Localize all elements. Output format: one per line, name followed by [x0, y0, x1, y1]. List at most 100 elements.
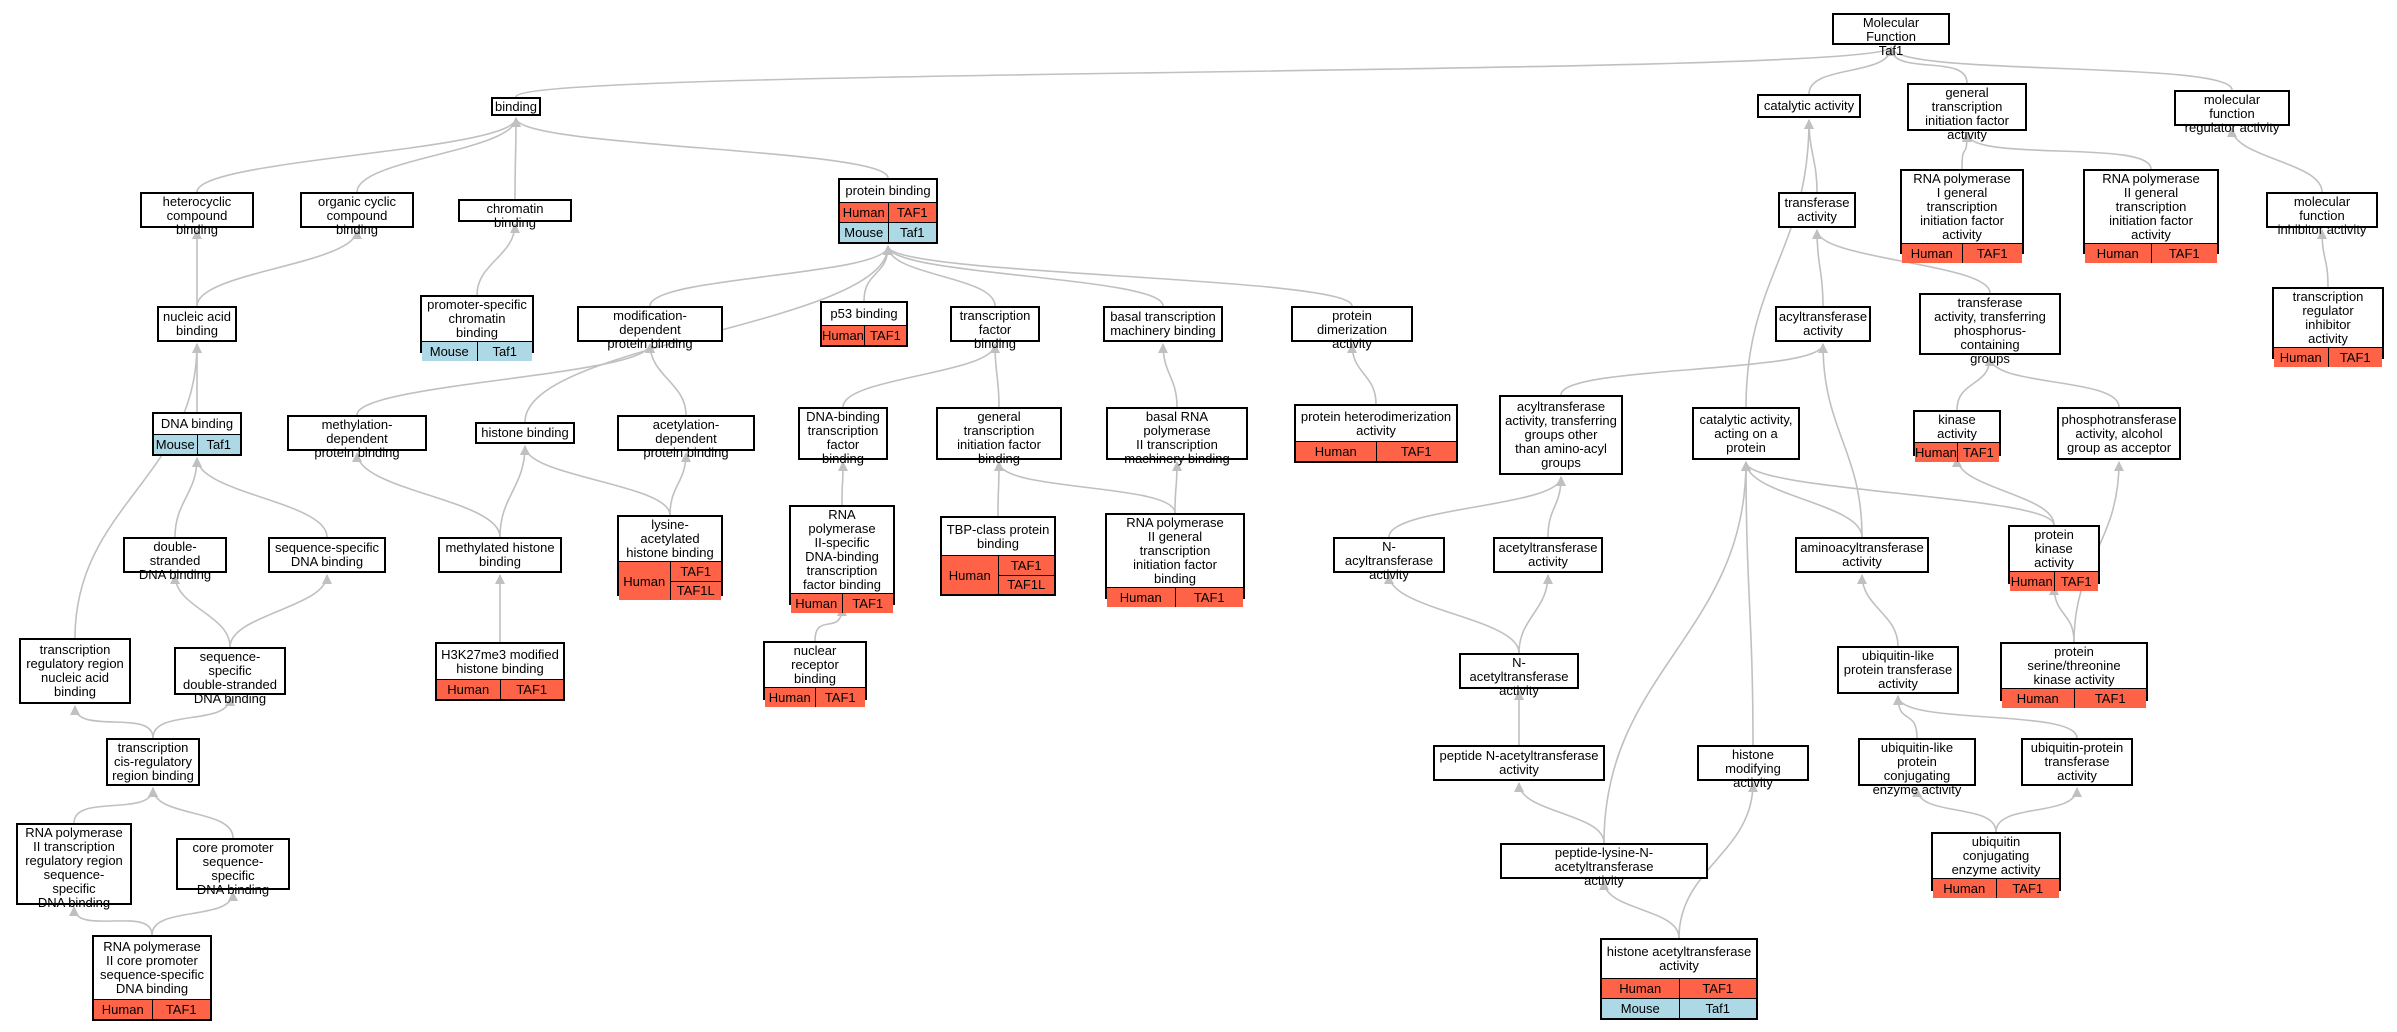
go-term-label: histone binding	[481, 425, 569, 440]
go-term-peptnacetyl: peptide N-acetyltransferase activity	[1433, 745, 1605, 781]
go-term-rnap2dbtf: RNA polymerase II-specific DNA-binding t…	[789, 505, 895, 613]
go-term-seqdna: sequence-specific DNA binding	[268, 537, 386, 573]
go-term-label: histone acetyltransferase activity	[1606, 944, 1752, 973]
go-term-label: nuclear receptor binding	[791, 643, 839, 686]
edge-protkinase-catonprot	[1741, 461, 2055, 526]
edge-basalmach-protbind	[883, 245, 1164, 307]
go-term-label: heterocyclic compound binding	[162, 194, 232, 237]
edge-acyltrans-transferase	[1812, 229, 1824, 307]
edge-hat-histmod	[1678, 782, 1758, 939]
go-term-corepromseq: core promoter sequence-specific DNA bind…	[176, 838, 290, 897]
go-term-label: core promoter sequence-specific DNA bind…	[192, 840, 274, 897]
edge-rnap2dbtf-dnabindtf	[837, 461, 848, 506]
gene-list: TAF1	[2055, 572, 2099, 591]
go-term-label: H3K27me3 modified histone binding	[441, 646, 559, 676]
organism-label: Mouse	[154, 435, 198, 454]
gene-symbol: TAF1	[680, 563, 712, 579]
go-term-label: double-stranded DNA binding	[138, 539, 212, 582]
gene-list: TAF1	[2329, 348, 2383, 367]
gene-symbol: TAF1	[165, 1002, 197, 1017]
edge-nucrec-rnap2dbtf	[814, 606, 847, 642]
go-term-label: RNA polymerase II-specific DNA-binding t…	[802, 507, 882, 592]
go-term-label: transcription regulator inhibitor activi…	[2292, 289, 2364, 346]
go-term-catalytic: catalytic activity	[1757, 94, 1861, 118]
organism-label: Human	[2010, 572, 2055, 591]
go-term-label: protein serine/threonine kinase activity	[2027, 644, 2121, 687]
go-term-acyltransother: acyltransferase activity, transferring g…	[1499, 395, 1623, 475]
go-term-rnap2core: RNA polymerase II core promoter sequence…	[92, 935, 212, 1021]
gene-list: TAF1	[501, 680, 564, 699]
go-term-label: RNA polymerase II general transcription …	[2102, 171, 2200, 242]
go-term-histbind: histone binding	[475, 422, 575, 444]
go-term-rnap2gtifb: RNA polymerase II general transcription …	[1105, 513, 1245, 607]
gene-symbol: TAF1	[824, 690, 856, 705]
go-term-label: phosphotransferase activity, alcohol gro…	[2061, 411, 2177, 455]
go-term-label: chromatin binding	[486, 201, 544, 230]
edge-methhist-methdep	[352, 452, 501, 538]
go-term-label: acyltransferase activity, transferring g…	[1505, 399, 1617, 470]
edge-aminoacyl-catonprot	[1741, 461, 1863, 538]
edge-nacetyl-nacyltrans	[1384, 574, 1520, 654]
go-term-catonprot: catalytic activity, acting on a protein	[1692, 407, 1800, 460]
go-term-label: catalytic activity	[1763, 98, 1855, 113]
go-term-label: aminoacyltransferase activity	[1800, 540, 1924, 569]
go-term-label: methylated histone binding	[445, 540, 555, 569]
go-term-ublptrans: ubiquitin-like protein transferase activ…	[1837, 646, 1959, 694]
go-term-label: modification-dependent protein binding	[607, 308, 693, 351]
edge-rnap2trrseq-cisreg	[73, 787, 158, 824]
go-term-label: Molecular Function Taf1	[1862, 15, 1920, 58]
go-term-label: ubiquitin conjugating enzyme activity	[1951, 834, 2041, 877]
gene-symbol: Taf1	[1705, 1001, 1731, 1016]
edge-hetero-binding	[196, 117, 521, 193]
go-term-label: peptide N-acetyltransferase activity	[1439, 748, 1599, 777]
go-term-label: transferase activity	[1784, 195, 1850, 224]
go-term-trreg: transcription regulatory region nucleic …	[19, 638, 131, 704]
edge-trreg-nucacid	[74, 343, 202, 639]
go-term-label: catalytic activity, acting on a protein	[1699, 411, 1793, 455]
go-term-phosphotrans: phosphotransferase activity, alcohol gro…	[2057, 407, 2181, 460]
go-term-label: transferase activity, transferring phosp…	[1934, 295, 2046, 366]
edge-mfinhib-mfreg	[2227, 127, 2323, 193]
go-term-dnabindtf: DNA-binding transcription factor binding	[798, 407, 888, 466]
edge-catonprot-catalytic	[1745, 119, 1814, 408]
edge-acetyltrans-acyltransother	[1547, 476, 1566, 538]
organism-label: Human	[619, 562, 671, 600]
edge-rnap2gt-gtifa	[1962, 132, 2152, 170]
gene-symbol: TAF1	[2094, 691, 2126, 706]
go-term-hetero: heterocyclic compound binding	[140, 192, 254, 237]
go-term-dsdna: double-stranded DNA binding	[123, 537, 227, 582]
go-term-label: RNA polymerase II core promoter sequence…	[99, 939, 205, 996]
gene-list: TAF1	[816, 688, 866, 707]
go-term-label: nucleic acid binding	[163, 309, 231, 338]
organism-label: Human	[1915, 443, 1958, 462]
go-term-label: ubiquitin-like protein transferase activ…	[1843, 648, 1953, 691]
go-term-label: N-acyltransferase activity	[1344, 539, 1434, 582]
edge-ublptrans-aminoacyl	[1857, 574, 1899, 647]
organism-label: Human	[1296, 442, 1377, 461]
edge-p53-protbind	[863, 245, 893, 302]
edge-acyltransother-acyltrans	[1560, 343, 1828, 396]
go-term-acyltrans: acyltransferase activity	[1775, 306, 1871, 342]
gene-symbol: TAF1	[2060, 574, 2092, 589]
go-term-label: acetyltransferase activity	[1498, 540, 1598, 569]
annotation-row-human: Human TAF1	[2010, 571, 2098, 591]
go-term-label: ubiquitin-protein transferase activity	[2030, 740, 2124, 783]
gene-list: TAF1	[2152, 244, 2218, 263]
edge-peptlys-catonprot	[1603, 461, 1751, 844]
gene-list: Taf1	[478, 342, 533, 361]
gene-symbol: TAF1	[1702, 981, 1734, 996]
